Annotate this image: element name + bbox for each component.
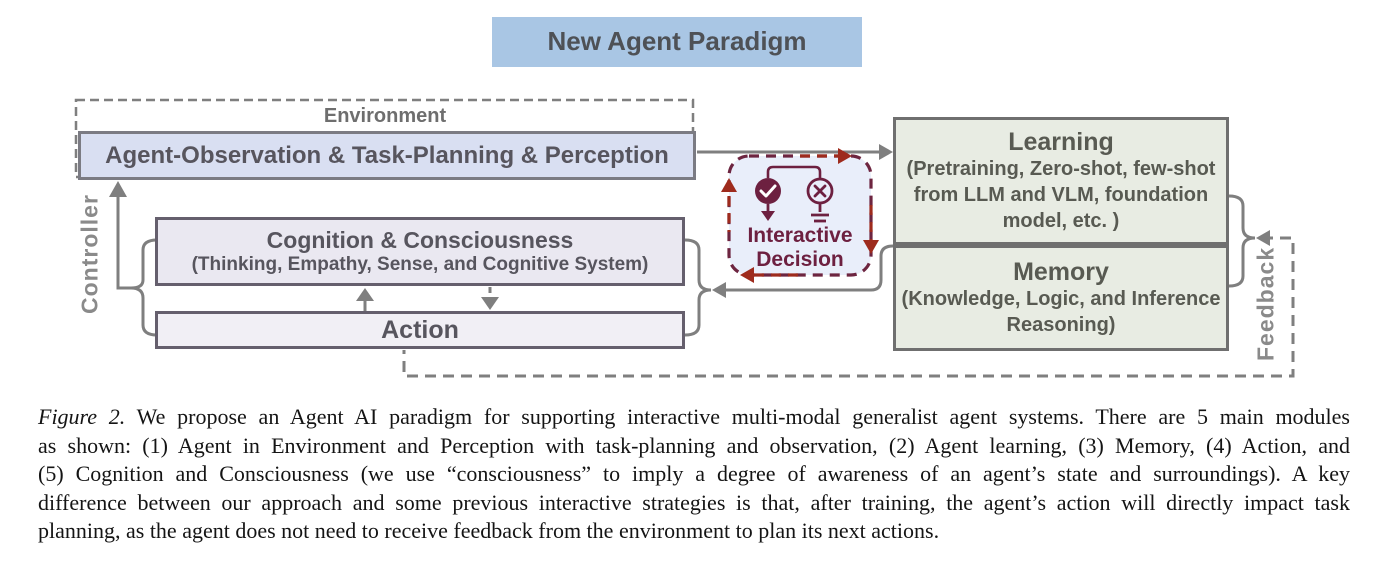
action-box: Action (155, 311, 685, 349)
paradigm-title-label: New Agent Paradigm (547, 26, 807, 57)
action-label: Action (381, 315, 459, 344)
memory-subtitle-line: Reasoning) (1006, 314, 1116, 337)
learning-subtitle-line: from LLM and VLM, foundation (913, 184, 1209, 207)
learning-memory-right-brace (1227, 194, 1256, 288)
caption-line: Figure 2. We propose an Agent AI paradig… (38, 403, 1350, 432)
learning-subtitle-line: model, etc. ) (1002, 210, 1120, 233)
cognition-action-arrows (356, 287, 499, 311)
interactive-decision-line2: Decision (756, 248, 844, 271)
cognition-box: Cognition & Consciousness (Thinking, Emp… (155, 217, 685, 286)
agent-observation-box: Agent-Observation & Task-Planning & Perc… (78, 131, 696, 180)
caption-line-text: We propose an Agent AI paradigm for supp… (125, 404, 1350, 429)
cycle-red-dashes (727, 154, 873, 277)
agent-observation-label: Agent-Observation & Task-Planning & Perc… (105, 141, 669, 169)
learning-box: Learning (Pretraining, Zero-shot, few-sh… (893, 117, 1229, 245)
check-circle-icon (755, 165, 822, 221)
cognition-action-right-brace (683, 238, 712, 337)
paradigm-title-box: New Agent Paradigm (492, 17, 862, 67)
feedback-dashed-loop (402, 230, 1295, 378)
cycle-red-arrowheads (721, 148, 879, 283)
interactive-decision-label: Interactive Decision (731, 224, 869, 272)
caption-line: (5) Cognition and Consciousness (we use … (38, 461, 1350, 486)
controller-label: Controller (76, 194, 103, 314)
controller-brace-and-arrow (116, 188, 159, 337)
cognition-title: Cognition & Consciousness (266, 227, 574, 254)
memory-subtitle-line: (Knowledge, Logic, and Inference (901, 288, 1221, 311)
interactive-decision-box (721, 148, 879, 283)
perception-to-learning-arrow (697, 144, 893, 160)
diagram-connectors (74, 98, 1295, 378)
caption-line: planning, as the agent does not need to … (38, 518, 940, 543)
memory-to-action-arrow (712, 244, 895, 298)
cross-circle-icon (806, 177, 834, 223)
interactive-decision-line1: Interactive (747, 224, 853, 247)
memory-title: Memory (1013, 257, 1109, 286)
caption-line: as shown: (1) Agent in Environment and P… (38, 432, 1350, 458)
feedback-label: Feedback (1252, 246, 1279, 362)
memory-box: Memory (Knowledge, Logic, and Inference … (893, 245, 1229, 351)
caption-line: difference between our approach and some… (38, 489, 1350, 515)
figure-number-label: Figure 2. (38, 404, 126, 429)
cognition-subtitle: (Thinking, Empathy, Sense, and Cognitive… (191, 253, 649, 275)
learning-subtitle-line: (Pretraining, Zero-shot, few-shot (906, 158, 1216, 181)
environment-label: Environment (323, 104, 447, 127)
controller-arrowhead-up (109, 181, 127, 197)
figure-caption: Figure 2. We propose an Agent AI paradig… (38, 403, 1350, 546)
learning-title: Learning (1008, 127, 1114, 156)
